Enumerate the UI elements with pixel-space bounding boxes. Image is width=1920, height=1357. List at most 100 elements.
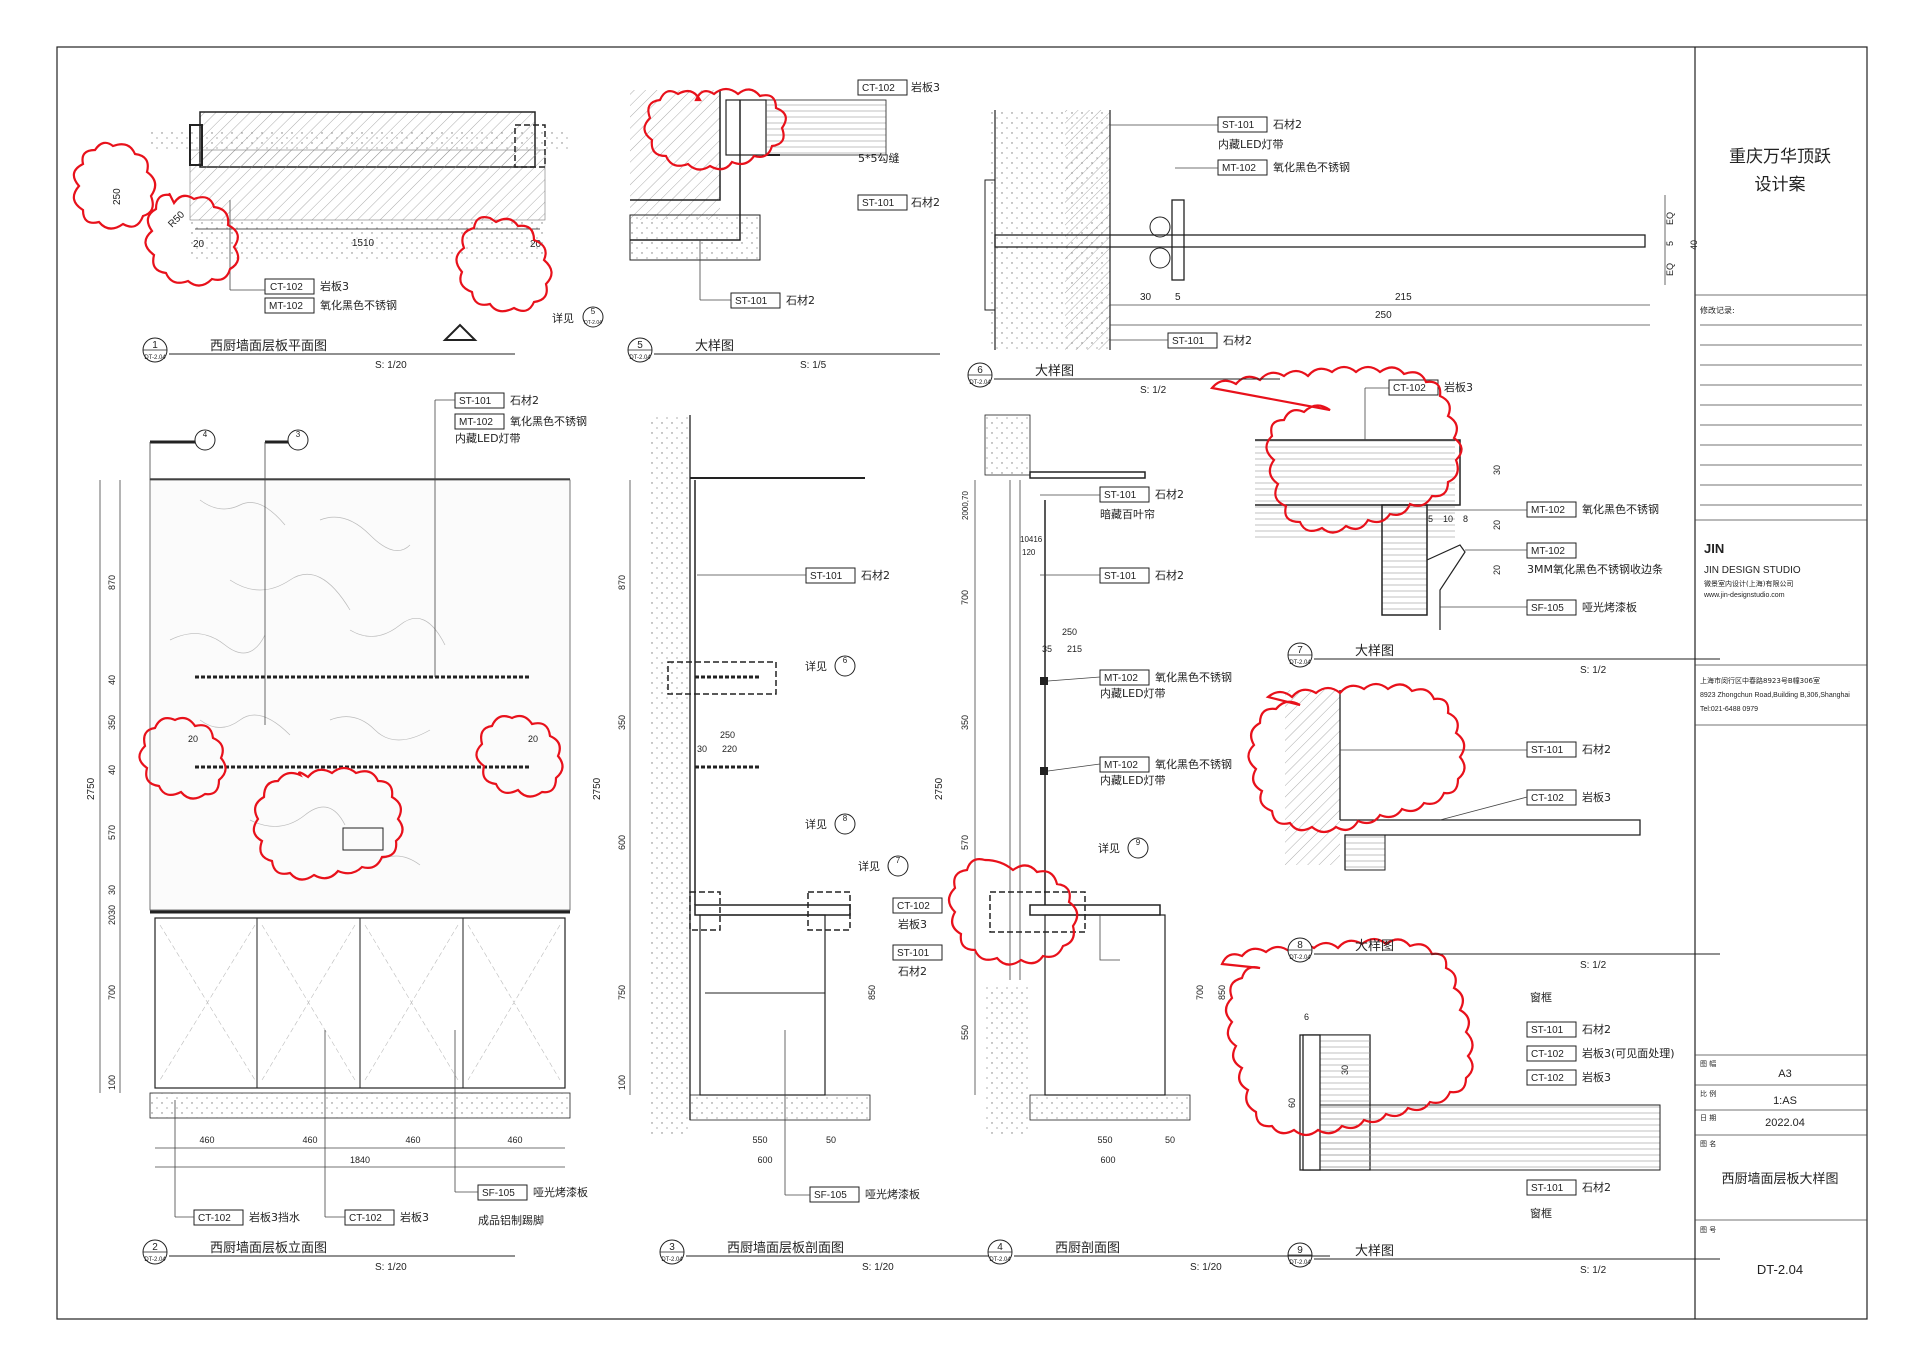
ref-see-6: 详见	[805, 659, 827, 673]
view-scale: S: 1/2	[1580, 665, 1607, 676]
dim-460-d: 460	[507, 1135, 522, 1145]
dim-50-v4: 50	[1165, 1135, 1175, 1145]
dim-eq-top: EQ	[1665, 212, 1675, 225]
ref-see-8: 详见	[805, 817, 827, 831]
view-number: 3	[669, 1242, 675, 1253]
tag-mt102-v2: MT-102	[459, 417, 493, 428]
view-7-detail: CT-102 岩板3 MT-102 氧化黑色不锈钢 MT-102 3MM氧化黑色…	[1255, 379, 1663, 630]
label-stone2-v9c: 石材2	[1582, 1180, 1611, 1194]
tag-ct102-v9: CT-102	[1531, 1049, 1564, 1060]
tag-ct102-v8: CT-102	[1531, 793, 1564, 804]
label-rock3-water: 岩板3挡水	[249, 1210, 300, 1224]
address-cn: 上海市闵行区中春路8923号B幢306室	[1700, 676, 1820, 685]
tag-st101-v9c: ST-101	[1531, 1183, 1564, 1194]
label-stone2-v5: 石材2	[911, 195, 940, 209]
scale-value: 1:AS	[1773, 1095, 1797, 1107]
label-blinds: 暗藏百叶帘	[1100, 507, 1155, 521]
dim-2750-v4: 2750	[934, 777, 945, 800]
drawing-number: DT-2.04	[1757, 1262, 1803, 1277]
dim-570-v4: 570	[960, 835, 970, 850]
dim-60-v9: 60	[1287, 1098, 1297, 1108]
dim-750-v3: 750	[617, 985, 627, 1000]
dim-2030-v2: 2030	[107, 905, 117, 925]
tag-sf105-v2: SF-105	[482, 1188, 515, 1199]
sheet-border	[56, 46, 1868, 1320]
svg-text:4: 4	[203, 430, 208, 439]
dim-1510: 1510	[352, 238, 375, 249]
label-stone2-v3b: 石材2	[898, 964, 927, 978]
label-led-v4: 内藏LED灯带	[1100, 686, 1166, 700]
dim-460-c: 460	[405, 1135, 420, 1145]
view-number: 9	[1297, 1245, 1303, 1256]
size-value: A3	[1778, 1068, 1791, 1080]
dim-35-v4: 35	[1042, 644, 1052, 654]
dim-220-v3: 220	[722, 744, 737, 754]
dim-250-v6: 250	[1375, 310, 1392, 321]
tag-st101-v5: ST-101	[862, 198, 895, 209]
view-title-text: 大样图	[1355, 939, 1394, 954]
view-3-section: 2750 870 350 600 750 100 850 250 30 220 …	[592, 415, 943, 1203]
view-sheet: DT-2.04	[1289, 1260, 1311, 1266]
ref-see-9: 详见	[1098, 841, 1120, 855]
label-window-top: 窗框	[1530, 990, 1552, 1004]
view-number: 2	[152, 1242, 158, 1253]
dim-215-v4: 215	[1067, 644, 1082, 654]
label-rock3-v3: 岩板3	[898, 917, 927, 931]
dim-350-v4: 350	[960, 715, 970, 730]
dim-350-v3: 350	[617, 715, 627, 730]
dim-50-v3: 50	[826, 1135, 836, 1145]
label-led-v4b: 内藏LED灯带	[1100, 773, 1166, 787]
dim-350-v2: 350	[107, 715, 117, 730]
tag-ct102: CT-102	[270, 282, 303, 293]
svg-text:7: 7	[896, 856, 901, 865]
dim-20-left: 20	[193, 239, 205, 250]
tag-st101-v5b: ST-101	[735, 296, 768, 307]
dim-250-v3: 250	[720, 730, 735, 740]
project-title-line2: 设计案	[1755, 175, 1806, 195]
tag-ct102-v3: CT-102	[897, 901, 930, 912]
address-en: 8923 Zhongchun Road,Building B,306,Shang…	[1700, 692, 1850, 699]
view-number: 5	[637, 340, 643, 351]
dim-30-v9: 30	[1340, 1065, 1350, 1075]
view-number: 1	[152, 340, 158, 351]
label-rock3: 岩板3	[320, 279, 349, 293]
view-1-plan: 1510 20 20 R50 250 CT-102 岩板3 MT-102 氧化黑…	[112, 111, 604, 341]
label-alu-kick: 成品铝制踢脚	[478, 1213, 544, 1227]
dim-10-v7: 10	[1443, 514, 1453, 524]
label-led-v6: 内藏LED灯带	[1218, 137, 1284, 151]
dim-2750-v2: 2750	[86, 777, 97, 800]
view-number: 4	[997, 1242, 1003, 1253]
dim-30-v7: 30	[1492, 465, 1502, 475]
number-label: 图 号	[1700, 1226, 1716, 1234]
studio-name: JIN DESIGN STUDIO	[1704, 565, 1801, 576]
view-scale: S: 1/20	[862, 1262, 894, 1273]
view-scale: S: 1/2	[1580, 1265, 1607, 1276]
tag-mt102-v7: MT-102	[1531, 505, 1565, 516]
view-number: 8	[1297, 940, 1303, 951]
view-scale: S: 1/2	[1140, 385, 1167, 396]
tag-ct102-v7: CT-102	[1393, 383, 1426, 394]
view-sheet: DT-2.04	[969, 380, 991, 386]
revision-clouds	[72, 87, 1474, 1137]
view-title-text: 大样图	[695, 339, 734, 354]
tag-ct102-v2b: CT-102	[349, 1213, 382, 1224]
svg-text:6: 6	[843, 656, 848, 665]
dim-600-v4: 600	[1100, 1155, 1115, 1165]
view-number: 7	[1297, 645, 1303, 656]
dim-30: 30	[1140, 292, 1152, 303]
dim-20-v7a: 20	[1492, 520, 1502, 530]
dim-5: 5	[1175, 292, 1181, 303]
scale-label: 比 例	[1700, 1089, 1716, 1098]
view-sheet: DT-2.04	[989, 1257, 1011, 1263]
date-label: 日 期	[1700, 1114, 1716, 1122]
view-scale: S: 1/2	[1580, 960, 1607, 971]
tag-ct102-v2: CT-102	[198, 1213, 231, 1224]
dim-550-v3: 550	[752, 1135, 767, 1145]
dim-870-v2: 870	[107, 575, 117, 590]
dim-20-v7b: 20	[1492, 565, 1502, 575]
